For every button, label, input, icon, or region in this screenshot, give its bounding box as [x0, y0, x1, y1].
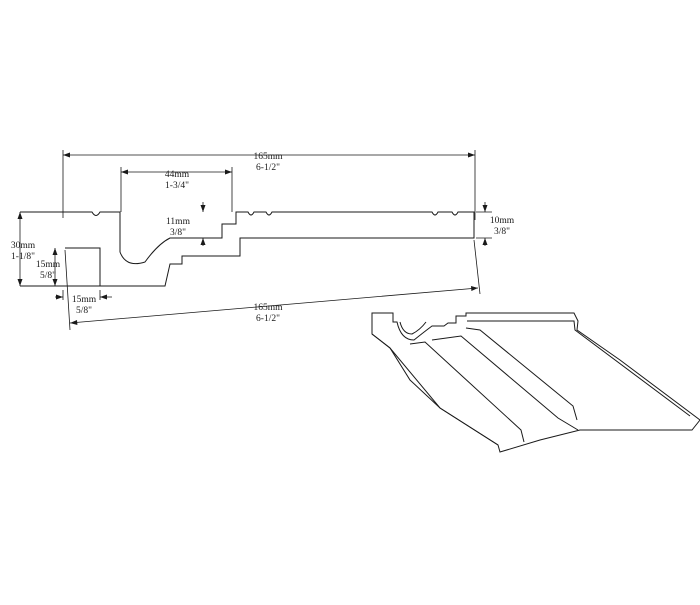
label-overall-in: 6-1/2" [256, 163, 280, 173]
label-edge-mm: 10mm [490, 216, 515, 226]
iso-groove [399, 321, 427, 335]
label-top-section-in: 1-3/4" [165, 181, 189, 191]
iso-front-face [371, 333, 499, 446]
arrow [482, 238, 488, 245]
iso-top-edge [467, 320, 691, 417]
iso-ridge-3 [465, 327, 578, 421]
dimension-lines [17, 150, 492, 331]
label-top-section-mm: 44mm [165, 170, 190, 180]
label-step-in: 3/8" [170, 228, 186, 238]
isometric-view [371, 312, 700, 453]
arrow [63, 152, 70, 158]
arrow [17, 212, 23, 219]
arrow [121, 169, 128, 175]
iso-outline [371, 312, 700, 453]
arrow [482, 205, 488, 212]
dim-edge-line [476, 202, 492, 246]
label-diagonal-mm: 165mm [253, 303, 283, 313]
label-step-mm: 11mm [166, 217, 191, 227]
arrow [471, 286, 478, 291]
dimension-labels: 165mm 6-1/2" 44mm 1-3/4" 11mm 3/8" 10mm … [11, 152, 515, 324]
dim-overall-top-line [62, 150, 476, 220]
label-lip-height-mm: 15mm [36, 260, 61, 270]
arrow [56, 294, 63, 300]
label-lip-width-mm: 15mm [72, 295, 97, 305]
arrow [100, 294, 107, 300]
label-overall-mm: 165mm [253, 152, 283, 162]
label-height-mm: 30mm [11, 241, 36, 251]
arrow [468, 152, 475, 158]
label-diagonal-in: 6-1/2" [256, 314, 280, 324]
arrow [200, 205, 206, 212]
label-edge-in: 3/8" [494, 227, 510, 237]
dim-diagonal-line [64, 239, 481, 331]
profile-section [20, 211, 475, 287]
profile-outline [20, 211, 475, 287]
arrow [225, 169, 232, 175]
arrow [52, 248, 58, 255]
dim-lip-width-line [55, 290, 112, 300]
label-lip-height-in: 5/8" [40, 271, 56, 281]
iso-ridge-1 [409, 341, 525, 443]
label-height-in: 1-1/8" [11, 252, 35, 262]
lip-rebate [65, 247, 101, 286]
arrow [17, 279, 23, 286]
label-lip-width-in: 5/8" [76, 306, 92, 316]
arrow [70, 320, 78, 325]
dim-top-section-line [120, 167, 233, 212]
arrow [52, 279, 58, 286]
arrow [200, 238, 206, 245]
iso-ridge-2 [431, 335, 579, 431]
